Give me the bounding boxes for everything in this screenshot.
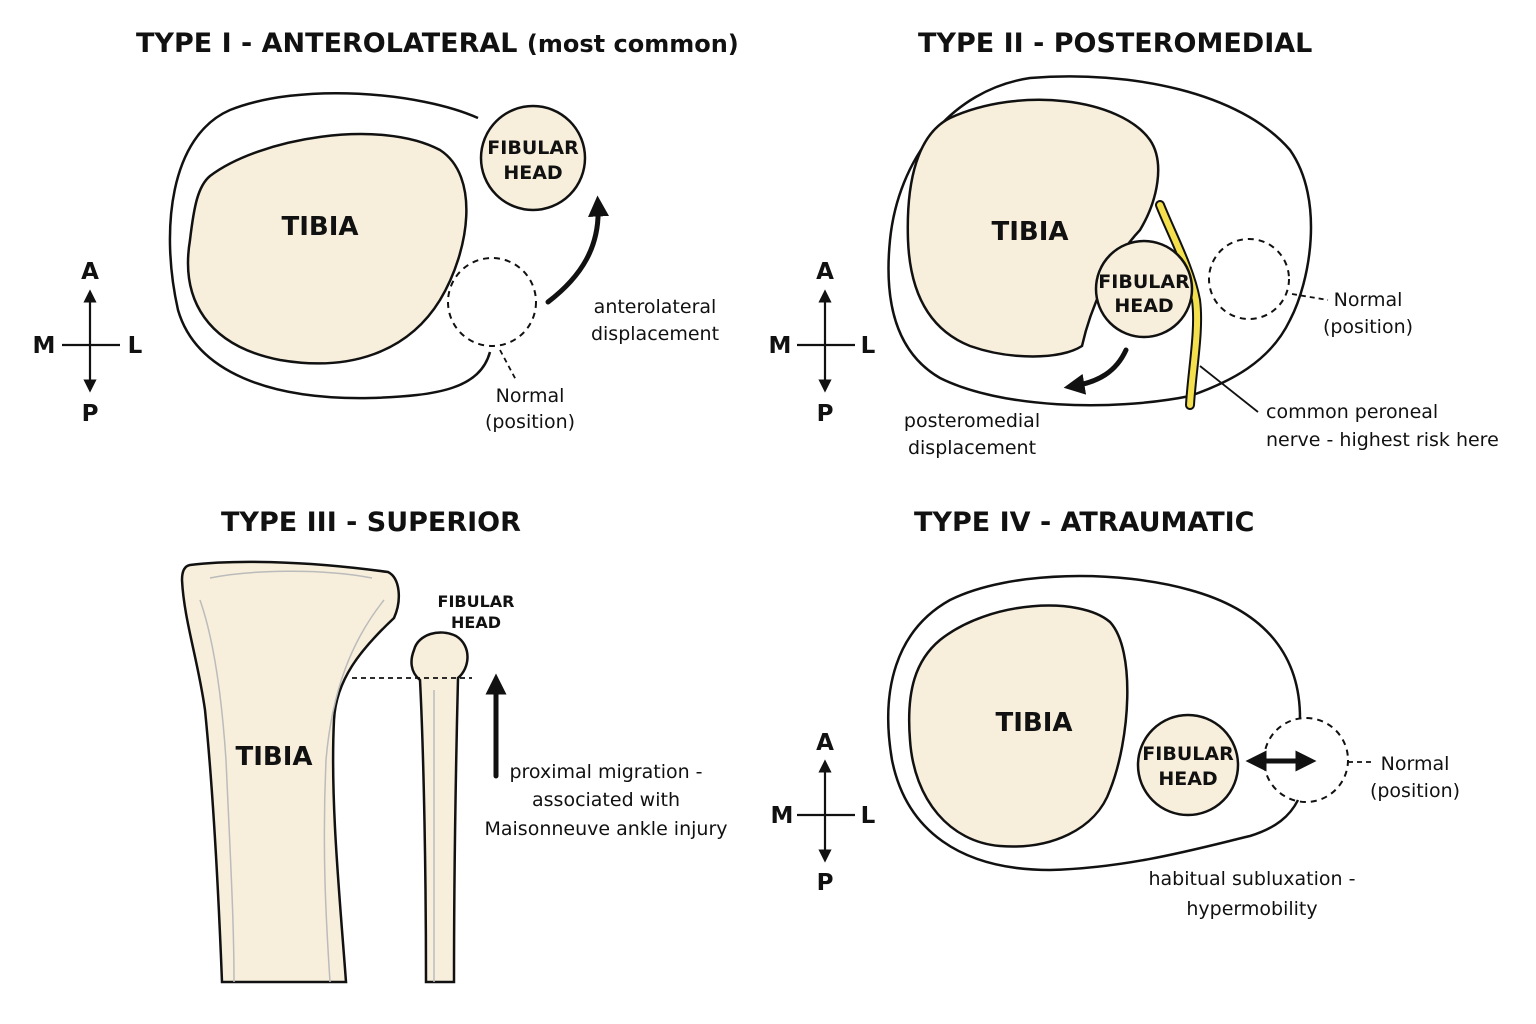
panel-type-2: TYPE II - POSTEROMEDIAL TIBIA FIBULAR HE… — [769, 28, 1499, 459]
tibia-plateau-line — [209, 570, 373, 579]
orientation-compass: A P M L — [769, 259, 876, 427]
normal-leader — [499, 349, 517, 381]
panel-title: TYPE II - POSTEROMEDIAL — [918, 28, 1312, 59]
fibular-head — [479, 104, 587, 212]
fibular-head-label-line1: FIBULAR — [1098, 271, 1190, 293]
displacement-arrow — [545, 195, 610, 305]
normal-leader — [1291, 293, 1329, 301]
fibular-head — [1094, 239, 1194, 339]
bottom-note-line2: hypermobility — [1186, 898, 1317, 920]
orientation-compass: A P M L — [33, 259, 143, 427]
bottom-note-line1: habitual subluxation - — [1149, 868, 1356, 890]
tibia — [186, 132, 468, 365]
arrow-note-line3: Maisonneuve ankle injury — [484, 818, 727, 840]
compass-medial: M — [33, 333, 56, 359]
normal-note-line2: (position) — [1370, 780, 1460, 802]
normal-note-line2: (position) — [1323, 316, 1413, 338]
common-peroneal-nerve — [1157, 202, 1201, 408]
tibia-cortex-line-right — [323, 599, 385, 983]
compass-anterior: A — [816, 259, 834, 285]
panel-type-4: TYPE IV - ATRAUMATIC TIBIA FIBULAR HEAD … — [771, 507, 1460, 920]
fibular-head-label-line2: HEAD — [1114, 295, 1173, 317]
fibula — [410, 631, 469, 984]
normal-note-line1: Normal — [1334, 289, 1403, 311]
arrow-note-line2: displacement — [591, 323, 719, 345]
panel-title: TYPE IV - ATRAUMATIC — [914, 507, 1255, 538]
arrow-note-line1: posteromedial — [904, 410, 1040, 432]
tibia-label: TIBIA — [995, 708, 1072, 738]
tibia — [907, 604, 1129, 848]
tibia-label: TIBIA — [991, 217, 1068, 247]
fibular-head-label-line2: HEAD — [451, 613, 501, 632]
tibia-cortex-line-left — [199, 599, 235, 983]
compass-posterior: P — [817, 401, 834, 427]
orientation-compass: A P M L — [771, 730, 876, 896]
compass-lateral: L — [861, 333, 876, 359]
fibular-head-label-line1: FIBULAR — [487, 137, 579, 159]
compass-posterior: P — [82, 401, 99, 427]
fibular-head-label-line1: FIBULAR — [1142, 743, 1234, 765]
compass-anterior: A — [81, 259, 99, 285]
normal-position-marker — [1263, 717, 1349, 803]
arrow-note-line2: associated with — [532, 789, 680, 811]
normal-note-line1: Normal — [496, 385, 565, 407]
compass-posterior: P — [817, 870, 834, 896]
compass-medial: M — [771, 803, 794, 829]
displacement-arrow — [1063, 347, 1129, 395]
compass-medial: M — [769, 333, 792, 359]
tibia-label: TIBIA — [281, 212, 358, 242]
arrow-note-line1: anterolateral — [594, 296, 717, 318]
fibular-head-label-line1: FIBULAR — [438, 592, 515, 611]
tibia-label: TIBIA — [235, 742, 312, 772]
panel-title: TYPE III - SUPERIOR — [221, 507, 521, 538]
fibular-head — [1136, 713, 1240, 817]
panel-type-1: TYPE I - ANTEROLATERAL (most common) TIB… — [33, 28, 739, 433]
panel-type-3: TYPE III - SUPERIOR TIBIA FIBULAR HEAD p… — [180, 507, 728, 984]
arrow-note-line2: displacement — [908, 437, 1036, 459]
fibular-head-label-line2: HEAD — [1158, 768, 1217, 790]
panel-title: TYPE I - ANTEROLATERAL (most common) — [136, 28, 739, 59]
normal-position-marker — [1208, 238, 1290, 320]
normal-note-line1: Normal — [1381, 753, 1450, 775]
compass-anterior: A — [816, 730, 834, 756]
nerve-note-line2: nerve - highest risk here — [1266, 429, 1499, 451]
fibular-head-label-line2: HEAD — [503, 162, 562, 184]
nerve-leader — [1199, 365, 1259, 413]
normal-note-line2: (position) — [485, 411, 575, 433]
compass-lateral: L — [861, 803, 876, 829]
compass-lateral: L — [128, 333, 143, 359]
arrow-note-line1: proximal migration - — [509, 761, 702, 783]
normal-position-marker — [447, 257, 537, 347]
tibia — [180, 560, 401, 984]
nerve-note-line1: common peroneal — [1266, 401, 1438, 423]
